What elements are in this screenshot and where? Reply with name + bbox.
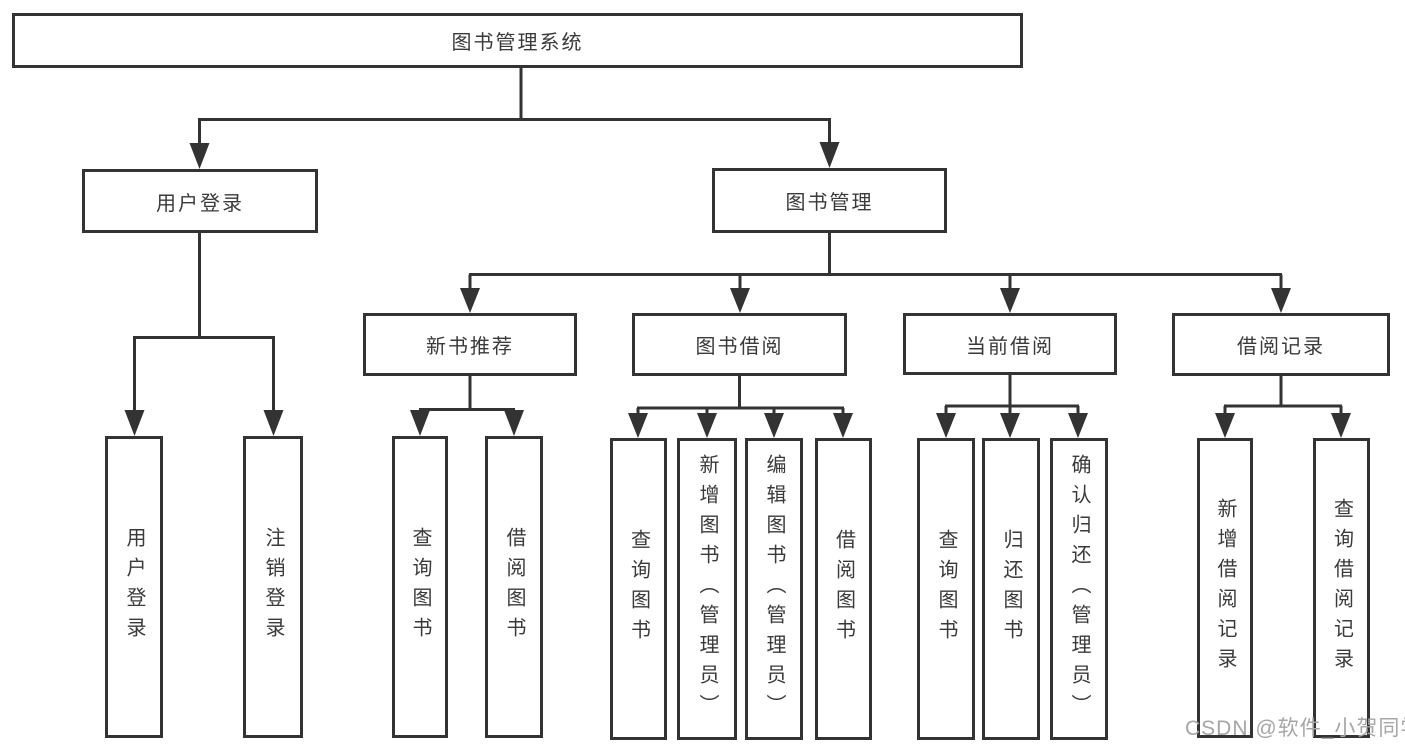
node-label: 新增借阅记录: [1214, 498, 1236, 678]
arrowhead: [460, 288, 480, 313]
arrowhead: [504, 410, 524, 436]
node-label: 借阅记录: [1237, 336, 1325, 358]
node-leaf-query-books-current: 查询图书: [917, 438, 975, 740]
arrowhead: [833, 413, 853, 438]
node-leaf-query-books-recommend: 查询图书: [392, 436, 448, 738]
node-leaf-logout: 注销登录: [243, 436, 303, 738]
node-label: 借阅图书: [832, 529, 855, 649]
node-leaf-query-borrow-record: 查询借阅记录: [1313, 438, 1370, 738]
node-borrow-records: 借阅记录: [1172, 313, 1390, 376]
node-label: 编辑图书（管理员）: [763, 454, 785, 724]
node-leaf-add-borrow-record: 新增借阅记录: [1197, 438, 1253, 738]
arrowhead: [124, 410, 145, 436]
node-leaf-edit-book-admin: 编辑图书（管理员）: [745, 438, 803, 740]
node-label: 用户登录: [123, 527, 145, 647]
arrowhead: [1331, 413, 1351, 438]
csdn-watermark: CSDN @软件_小贺同学: [1185, 717, 1405, 740]
node-label: 确认归还（管理员）: [1068, 454, 1090, 724]
arrowhead: [410, 410, 430, 436]
node-leaf-return-book: 归还图书: [982, 438, 1040, 740]
arrowhead: [1000, 288, 1020, 313]
node-label: 查询图书: [627, 529, 650, 649]
arrowhead: [189, 143, 210, 169]
node-label: 当前借阅: [966, 335, 1054, 358]
node-root-library-system: 图书管理系统: [12, 13, 1023, 68]
node-new-book-recommend: 新书推荐: [363, 313, 577, 376]
arrowhead: [628, 413, 648, 438]
arrowhead: [697, 413, 717, 438]
arrowhead: [1000, 413, 1020, 438]
arrowhead: [1271, 288, 1291, 313]
arrowhead: [730, 288, 750, 313]
node-leaf-add-book-admin: 新增图书（管理员）: [677, 438, 737, 740]
node-leaf-borrow-books-recommend: 借阅图书: [485, 436, 543, 738]
node-label: 用户登录: [156, 192, 244, 215]
node-label: 新增图书（管理员）: [696, 454, 718, 724]
node-user-login: 用户登录: [82, 169, 318, 233]
arrowhead: [936, 413, 956, 438]
arrowhead: [1068, 413, 1088, 438]
node-leaf-confirm-return-admin: 确认归还（管理员）: [1050, 438, 1108, 740]
node-label: 查询借阅记录: [1330, 498, 1353, 678]
node-label: 图书管理系统: [451, 32, 584, 54]
arrowhead: [764, 413, 784, 438]
node-label: 图书借阅: [695, 336, 784, 358]
node-label: 借阅图书: [503, 527, 525, 647]
node-leaf-user-login: 用户登录: [105, 436, 163, 738]
node-leaf-borrow-books: 借阅图书: [815, 438, 872, 740]
node-current-borrow: 当前借阅: [903, 313, 1117, 375]
node-book-management: 图书管理: [712, 168, 947, 233]
node-label: 归还图书: [1000, 529, 1022, 649]
arrowhead: [263, 410, 284, 436]
node-label: 查询图书: [409, 527, 431, 647]
arrowhead: [1215, 413, 1235, 438]
node-label: 注销登录: [262, 527, 284, 647]
arrowhead: [819, 142, 840, 168]
node-leaf-query-books-borrow: 查询图书: [610, 438, 667, 740]
node-book-borrow: 图书借阅: [632, 313, 847, 376]
node-label: 新书推荐: [426, 336, 514, 358]
node-label: 查询图书: [935, 529, 957, 649]
node-label: 图书管理: [785, 192, 874, 214]
